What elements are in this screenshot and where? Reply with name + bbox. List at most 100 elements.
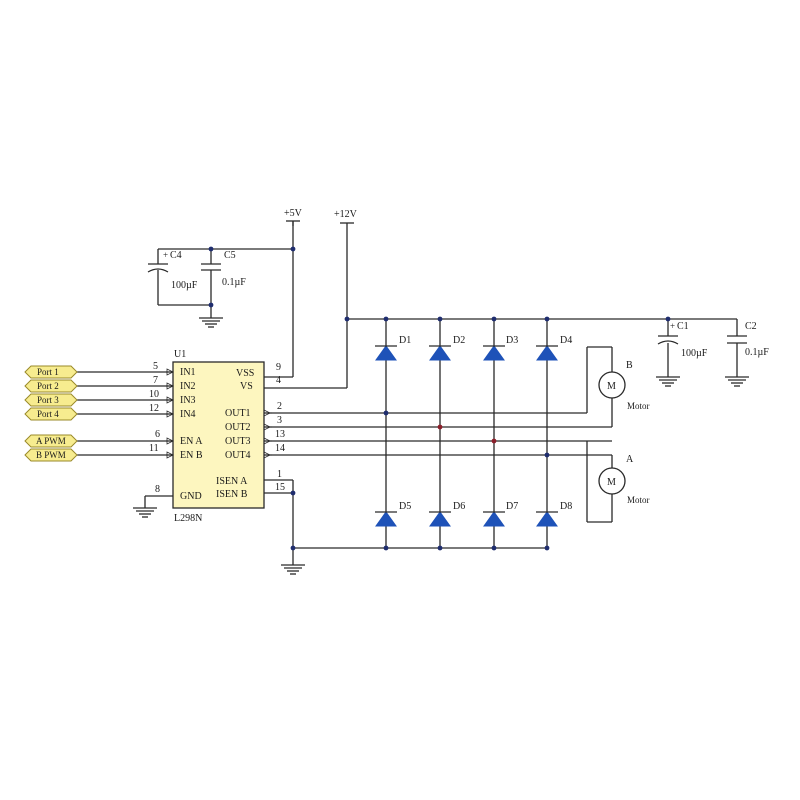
svg-text:+: + [163,250,168,260]
junction-dot [290,490,296,496]
port-1: Port 1 [24,365,78,379]
chip-pin-name: EN A [180,436,203,447]
chip-pin-name: EN B [180,450,203,461]
chip-pin-number: 2 [277,401,282,412]
chip-pin-number: 1 [277,469,282,480]
junction-dot [344,316,350,322]
chip-pin-name: VS [240,381,253,392]
capacitor-c1-ref: C1 [677,321,689,332]
ground-symbol [281,564,305,575]
chip-l298n: U1 L298N 5 IN1 7 IN2 10 IN3 12 IN4 [149,349,285,524]
junction-dot [437,424,443,430]
chip-pin-name: OUT2 [225,422,251,433]
capacitor-c2-ref: C2 [745,321,757,332]
diode-d6: D6 [429,501,465,527]
junction-dot [665,316,671,322]
diode-d4: D4 [536,335,572,361]
diode-d3: D3 [483,335,518,361]
capacitor-c5-value: 0.1µF [222,277,246,288]
chip-pin-name: VSS [236,368,254,379]
motor-b: M B Motor [598,360,650,411]
chip-pin-name: IN3 [180,395,196,406]
power-12v-label: +12V [334,209,358,220]
chip-pin-isena: 1 ISEN A [216,469,282,487]
diodes: D1 D2 D3 D4 D5 D6 D7 [375,335,572,527]
port-b-pwm: B PWM [24,448,78,462]
junction-dot [437,545,443,551]
chip-pin-name: IN1 [180,367,196,378]
capacitor-c5-ref: C5 [224,250,236,261]
diode-d8: D8 [536,501,572,527]
chip-pin-number: 15 [275,482,285,493]
port-4: Port 4 [24,407,78,421]
chip-pin-number: 11 [149,443,159,454]
junction-dot [383,316,389,322]
chip-pin-in3: 10 IN3 [149,389,196,406]
capacitor-c4: + C4 100µF [147,250,198,291]
chip-pin-name: OUT4 [225,450,251,461]
port-a-pwm: A PWM [24,434,78,448]
chip-pin-name: GND [180,491,202,502]
diode-d4-label: D4 [560,335,572,346]
chip-pin-number: 13 [275,429,285,440]
capacitor-c2: C2 0.1µF [727,321,769,358]
capacitor-c4-ref: C4 [170,250,182,261]
junction-dot [383,545,389,551]
port-label: A PWM [36,436,66,446]
ground-symbol [133,507,157,518]
motor-a: M A Motor [598,454,650,505]
power-12v-symbol: +12V [334,209,358,224]
chip-pin-in1: 5 IN1 [153,361,196,378]
junctions [208,246,671,551]
chip-body [172,361,265,509]
diode-d7-label: D7 [506,501,518,512]
junction-dot [437,316,443,322]
chip-pin-number: 9 [276,362,281,373]
capacitor-c1-value: 100µF [681,348,708,359]
junction-dot [544,316,550,322]
capacitor-c1: + C1 100µF [657,321,708,359]
ground-symbol [199,317,223,328]
motor-b-ref: B [626,360,633,371]
diode-d2-label: D2 [453,335,465,346]
diode-d8-label: D8 [560,501,572,512]
chip-pin-out2: 3 OUT2 [225,415,282,433]
chip-pin-name: IN2 [180,381,196,392]
chip-pin-number: 5 [153,361,158,372]
ground-symbol [725,376,749,387]
capacitor-c2-value: 0.1µF [745,347,769,358]
diode-d1: D1 [375,335,411,361]
svg-text:+: + [670,321,675,331]
junction-dot [208,302,214,308]
motor-b-label: Motor [627,401,650,411]
port-3: Port 3 [24,393,78,407]
diode-d7: D7 [483,501,518,527]
diode-d2: D2 [429,335,465,361]
junctions-red [437,424,497,444]
chip-pin-ena: 6 EN A [155,429,203,447]
port-2: Port 2 [24,379,78,393]
motor-a-ref: A [626,454,634,465]
chip-pin-out4: 14 OUT4 [225,443,285,461]
diode-d3-label: D3 [506,335,518,346]
port-label: Port 2 [37,381,59,391]
chip-pin-in2: 7 IN2 [153,375,196,392]
junction-dot [544,545,550,551]
port-label: Port 4 [37,409,59,419]
port-label: Port 3 [37,395,59,405]
junction-dot [544,452,550,458]
chip-pin-number: 7 [153,375,158,386]
junction-dot [208,246,214,252]
capacitor-c5: C5 0.1µF [201,250,246,288]
chip-pin-number: 12 [149,403,159,414]
chip-pin-name: ISEN B [216,489,248,500]
chip-pin-name: OUT1 [225,408,251,419]
port-label: Port 1 [37,367,59,377]
capacitor-c4-value: 100µF [171,280,198,291]
diode-d6-label: D6 [453,501,465,512]
chip-pin-isenb: 15 ISEN B [216,482,285,500]
chip-ref: U1 [174,349,186,360]
chip-pin-name: OUT3 [225,436,251,447]
junction-dot [290,246,296,252]
